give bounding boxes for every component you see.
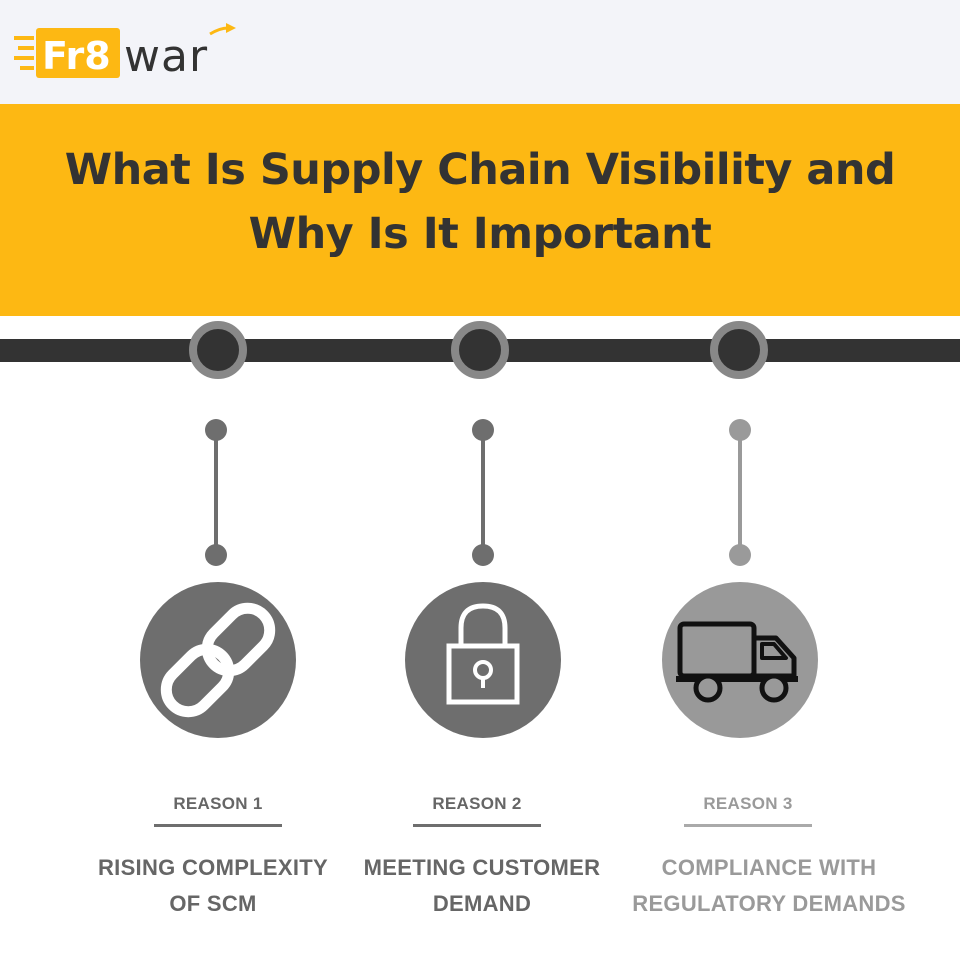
reason-2-title-line-1: MEETING CUSTOMER (363, 855, 601, 880)
reason-2-underline (413, 824, 541, 827)
reason-1-title-line-2: OF SCM (169, 891, 257, 916)
reason-3-title-line-2: REGULATORY DEMANDS (632, 891, 906, 916)
truck-icon (662, 582, 818, 738)
connector-1 (205, 419, 227, 566)
padlock-icon (405, 582, 561, 738)
reason-2-label: REASON 2 (432, 794, 522, 813)
reason-3-title: COMPLIANCE WITH REGULATORY DEMANDS (619, 850, 919, 922)
reason-3-underline (684, 824, 812, 827)
fr8war-logo: Fr8 war (14, 23, 236, 82)
title-line-1: What Is Supply Chain Visibility and (64, 145, 896, 195)
reason-1-title: RISING COMPLEXITY OF SCM (63, 850, 363, 922)
logo-text-fr8: Fr8 (42, 34, 111, 78)
logo-text-war: war (124, 31, 208, 82)
reason-1-underline (154, 824, 282, 827)
speed-lines-icon (14, 36, 34, 70)
reason-1-circle (140, 582, 296, 738)
reason-2-title-line-2: DEMAND (432, 891, 532, 916)
header-band (0, 0, 960, 104)
reason-2-circle (405, 582, 561, 738)
reason-3-circle (662, 582, 818, 738)
reason-1-title-line-1: RISING COMPLEXITY (97, 855, 328, 880)
arrow-icon (209, 23, 236, 36)
reason-3-title-line-1: COMPLIANCE WITH (661, 855, 877, 880)
reason-3-label: REASON 3 (703, 794, 793, 813)
timeline-node-2 (451, 321, 509, 379)
timeline-node-1 (189, 321, 247, 379)
connector-3 (729, 419, 751, 566)
chain-link-icon (140, 582, 296, 738)
reason-2-title: MEETING CUSTOMER DEMAND (332, 850, 632, 922)
connector-2 (472, 419, 494, 566)
timeline-node-3 (710, 321, 768, 379)
title-line-2: Why Is It Important (248, 209, 712, 259)
title-band (0, 104, 960, 316)
logo-badge (36, 28, 120, 78)
page-title: What Is Supply Chain Visibility and Why … (0, 138, 960, 266)
reason-1-label: REASON 1 (173, 794, 263, 813)
